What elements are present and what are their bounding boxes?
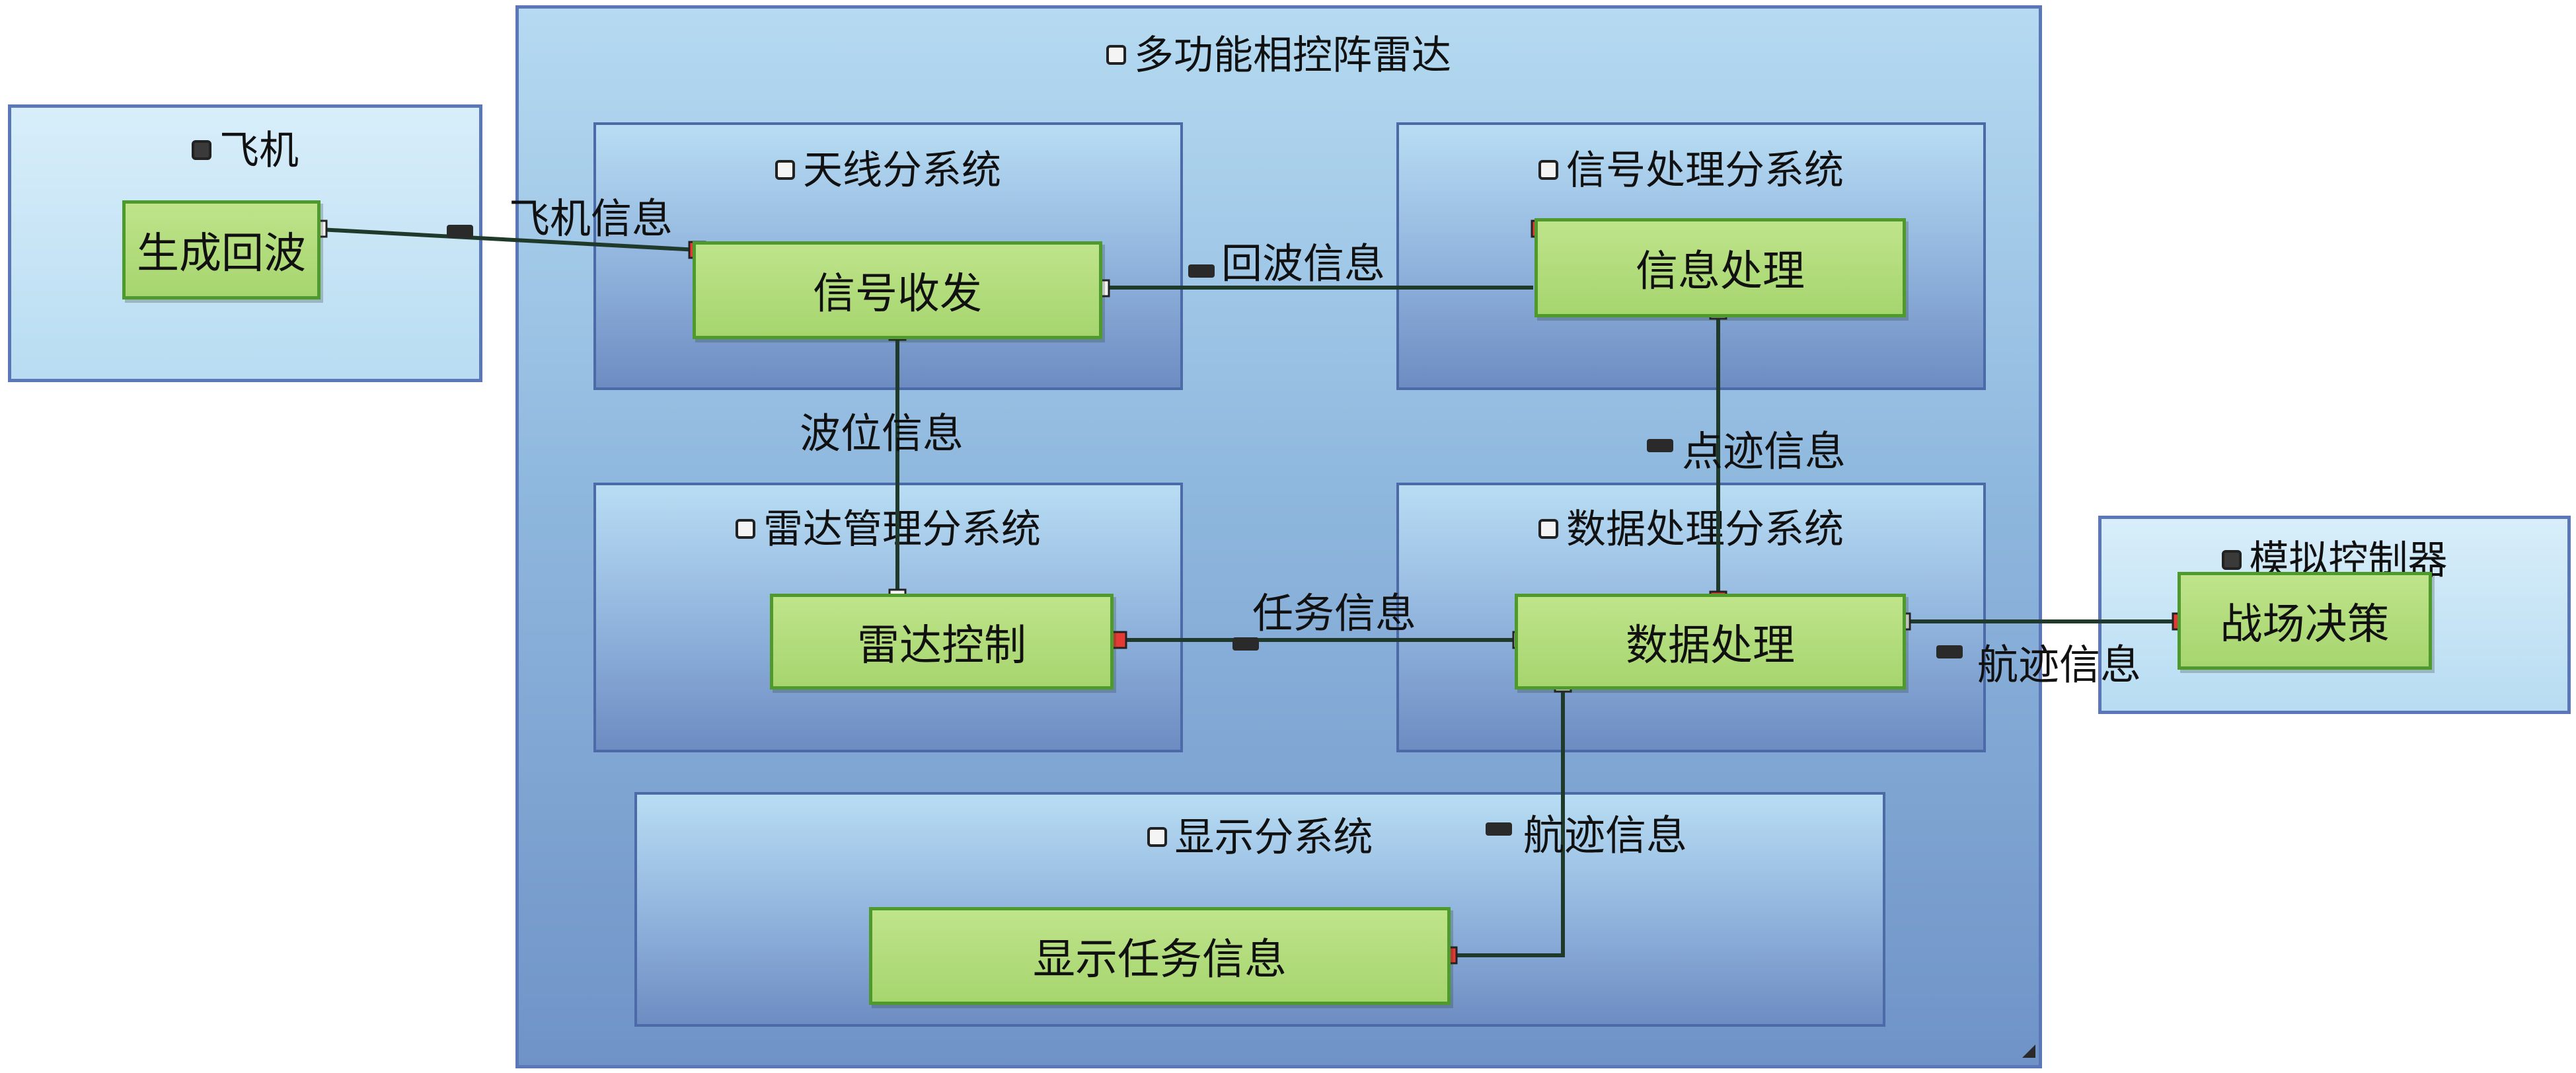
signal-title-row: 信号处理分系统 <box>1399 138 1983 196</box>
collapse-toggle-icon[interactable] <box>1147 827 1167 848</box>
flow-item-icon <box>1936 645 1963 658</box>
flow-item-icon <box>1232 637 1259 651</box>
management-title: 雷达管理分系统 <box>763 506 1041 553</box>
radar-title-row: 多功能相控阵雷达 <box>519 23 2039 81</box>
battlefield-decision-node[interactable]: 战场决策 <box>2178 572 2432 670</box>
data-title-row: 数据处理分系统 <box>1399 497 1983 555</box>
resize-grip-icon[interactable] <box>2022 1045 2035 1058</box>
collapse-toggle-icon[interactable] <box>1538 519 1558 539</box>
display-title: 显示分系统 <box>1174 815 1373 861</box>
flow-label-track-info-out: 航迹信息 <box>1977 641 2142 689</box>
info-processing-node[interactable]: 信息处理 <box>1534 218 1906 317</box>
collapse-toggle-icon[interactable] <box>1538 160 1558 180</box>
radar-title: 多功能相控阵雷达 <box>1134 32 1451 79</box>
antenna-title: 天线分系统 <box>803 147 1001 194</box>
flow-label-beam-info: 波位信息 <box>800 409 964 457</box>
collapse-toggle-icon[interactable] <box>736 519 755 539</box>
flow-label-aircraft-info: 飞机信息 <box>509 194 673 243</box>
signal-txrx-node[interactable]: 信号收发 <box>693 241 1102 339</box>
aircraft-title: 飞机 <box>219 128 299 174</box>
radar-control-node[interactable]: 雷达控制 <box>770 594 1114 690</box>
aircraft-title-row: 飞机 <box>11 118 479 176</box>
flow-line-aircraft-info[interactable] <box>319 227 698 252</box>
data-title: 数据处理分系统 <box>1566 506 1844 553</box>
antenna-title-row: 天线分系统 <box>596 138 1180 196</box>
aircraft-block: 飞机 <box>8 104 482 382</box>
collapse-toggle-icon[interactable] <box>1106 45 1126 65</box>
collapse-toggle-icon[interactable] <box>2221 550 2242 571</box>
signal-title: 信号处理分系统 <box>1566 147 1844 194</box>
flow-item-icon <box>447 225 473 238</box>
collapse-toggle-icon[interactable] <box>192 140 211 161</box>
flow-line-track-info-display[interactable] <box>1449 682 1565 957</box>
flow-label-plot-info: 点迹信息 <box>1682 427 1846 475</box>
generate-echo-node[interactable]: 生成回波 <box>122 200 321 299</box>
data-processing-node[interactable]: 数据处理 <box>1515 594 1906 690</box>
flow-label-task-info: 任务信息 <box>1252 589 1417 637</box>
flow-label-track-info-display: 航迹信息 <box>1523 811 1688 859</box>
flow-label-echo-info: 回波信息 <box>1221 239 1386 288</box>
collapse-toggle-icon[interactable] <box>775 160 795 180</box>
management-title-row: 雷达管理分系统 <box>596 497 1180 555</box>
display-title-row: 显示分系统 <box>637 805 1883 863</box>
flow-item-icon <box>1188 264 1215 278</box>
flow-item-icon <box>1647 439 1673 452</box>
display-task-node[interactable]: 显示任务信息 <box>869 907 1451 1005</box>
flow-item-icon <box>1486 822 1512 836</box>
